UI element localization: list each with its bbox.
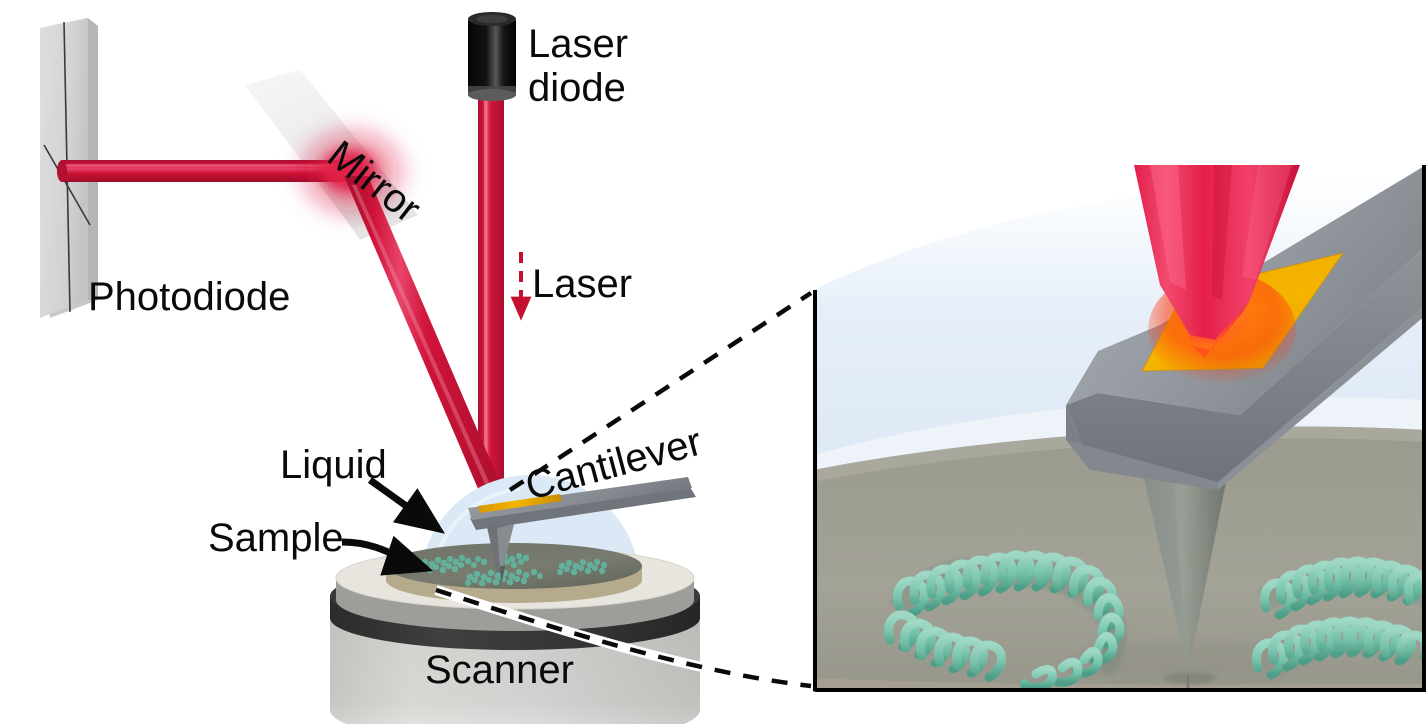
inset-panel: [813, 165, 1426, 692]
cantilever: [468, 477, 696, 582]
inset-frame: [813, 165, 1426, 692]
inset-afm-tip: [1141, 452, 1232, 690]
photodiode-label: Photodiode: [88, 275, 290, 319]
liquid-arrow: [367, 477, 445, 534]
sample-label: Sample: [208, 516, 344, 560]
inset-molecule-right: [1252, 556, 1426, 680]
sample-molecules: [417, 552, 608, 587]
laser-diode: [468, 12, 516, 101]
laser-diode-label-line1: Laser: [528, 22, 628, 66]
laser-beam-slanted: [344, 176, 510, 512]
sample-arrow: [341, 535, 434, 576]
inset-molecule-left: [884, 550, 1128, 692]
laser-beam-reflected: [57, 160, 362, 182]
inset-connector-lower: [434, 585, 812, 691]
liquid-label: Liquid: [280, 443, 387, 487]
inset-connector-upper: [508, 291, 813, 492]
inset-laser-beam: [1134, 165, 1300, 358]
scanner-label: Scanner: [425, 648, 574, 692]
laser-label: Laser: [532, 262, 632, 306]
laser-beam-incident: [478, 85, 504, 505]
laser-diode-label-line2: diode: [528, 66, 626, 110]
